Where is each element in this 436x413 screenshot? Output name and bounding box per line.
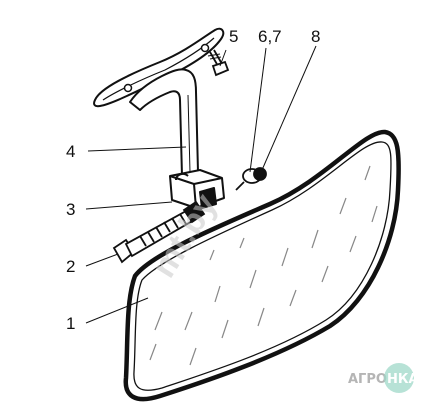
mirror-frame — [123, 129, 401, 402]
support-stem — [129, 68, 199, 177]
ball-joint-6-7 — [235, 167, 267, 191]
leader-lines — [85, 45, 317, 324]
callout-4: 4 — [66, 142, 75, 161]
clamp-block — [169, 169, 225, 209]
callout-2: 2 — [66, 257, 75, 276]
mounting-plate — [93, 27, 225, 108]
callout-6-7: 6,7 — [258, 27, 282, 46]
bolt-2 — [112, 200, 206, 264]
callout-3: 3 — [66, 200, 75, 219]
callout-5: 5 — [229, 27, 238, 46]
callout-1: 1 — [66, 314, 75, 333]
glass-reflection — [149, 165, 378, 366]
logo-text-1: АГРО — [348, 372, 387, 387]
logo-badge — [384, 363, 414, 393]
callout-8: 8 — [311, 27, 320, 46]
logo-text-2: НКА — [387, 372, 419, 387]
brand-logo: АГРО НКА — [348, 363, 419, 393]
